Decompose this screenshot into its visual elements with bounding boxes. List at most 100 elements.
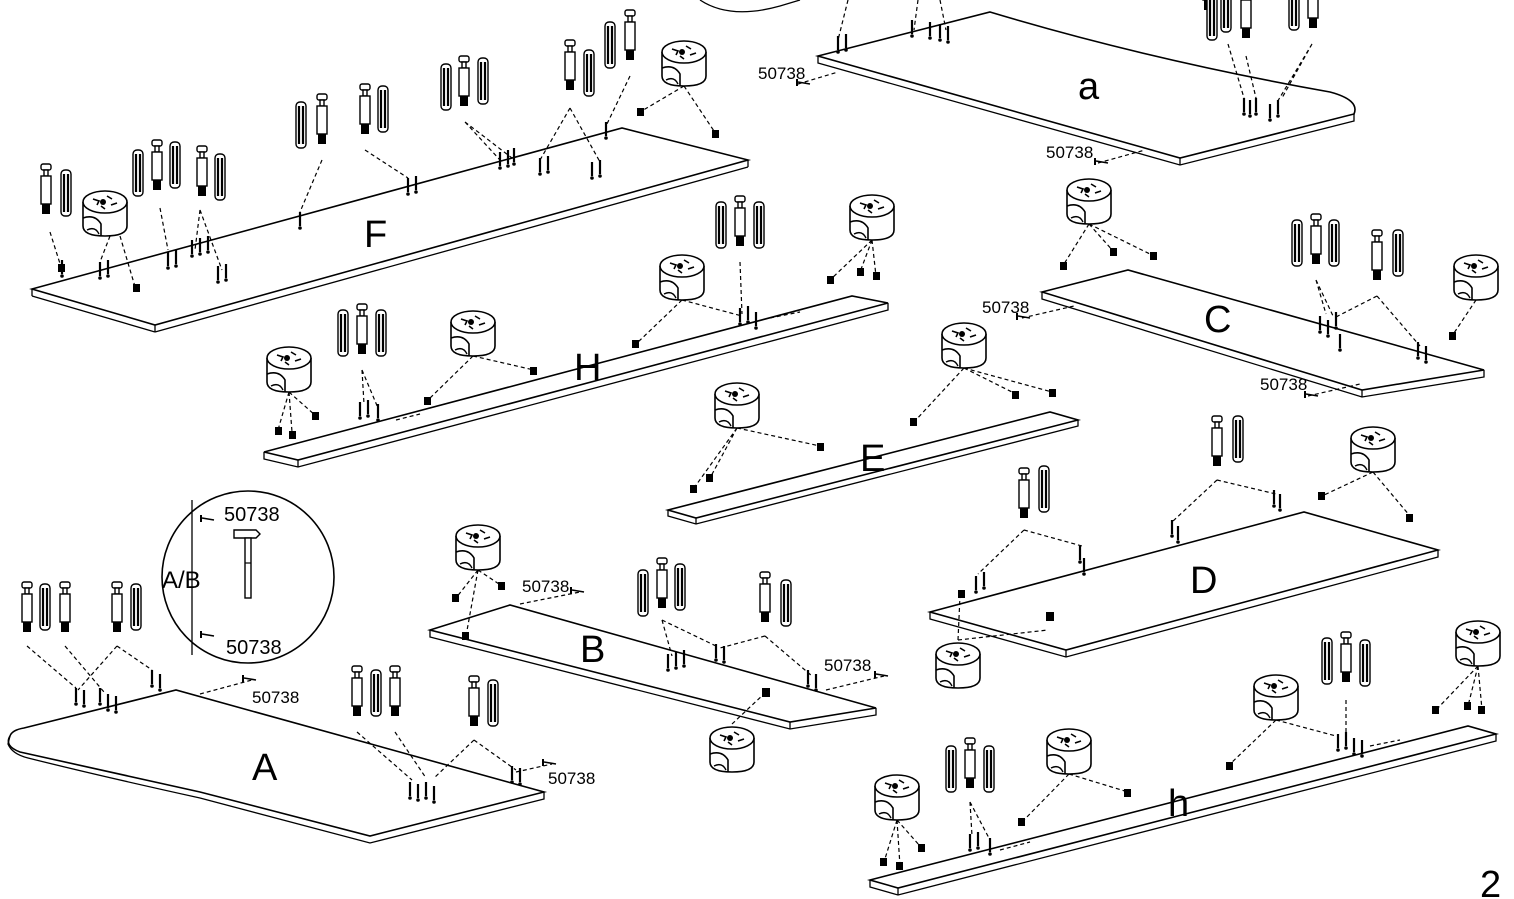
cam-bolt-icon [356,303,368,355]
cam-bolt-icon [59,581,71,633]
dowel-icon [636,568,650,618]
panel-label-H: H [574,347,601,389]
dowel-icon [1327,218,1341,268]
dowel-icon [1320,636,1334,686]
panel-label-h: h [1168,783,1189,825]
cam-bolt-icon [1240,0,1252,39]
dowel-icon [38,582,52,632]
part-code-label: 50738 [226,637,282,659]
dowel-icon [168,140,182,190]
cam-bolt-icon [111,581,123,633]
part-code-label: 50738 [758,64,805,83]
cam-lock-icon [1066,178,1112,225]
dowel-icon [131,148,145,198]
cam-bolt-icon [468,675,480,727]
cam-bolt-icon [151,139,163,191]
panel-label-F: F [364,214,387,256]
part-code-label: 50738 [252,688,299,707]
cam-lock-icon [1253,674,1299,721]
dowel-icon [1037,464,1051,514]
cam-lock-icon [1455,620,1501,667]
dowel-icon [1205,0,1219,42]
cam-bolt-icon [40,163,52,215]
detail-panel-label: A/B [162,567,201,594]
dowel-icon [714,200,728,250]
panel-A: A 50738 50738 [7,581,595,844]
part-code-label: 50738 [1260,375,1307,394]
part-code-label: 50738 [224,504,280,526]
cam-bolt-icon [1310,213,1322,265]
cam-lock-icon [709,726,755,773]
cam-bolt-icon [1340,631,1352,683]
cam-lock-icon [874,774,920,821]
dowel-icon [476,56,490,106]
dowel-icon [129,582,143,632]
cam-bolt-icon [389,665,401,717]
part-code-label: 50738 [1046,143,1093,162]
cam-bolt-icon [316,93,328,145]
cam-bolt-icon [624,9,636,61]
cam-bolt-icon [1018,467,1030,519]
panel-label-a: a [1078,66,1100,108]
panel-label-C: C [1204,299,1231,341]
dowel-icon [486,678,500,728]
cam-lock-icon [1350,426,1396,473]
dowel-icon [336,308,350,358]
dowel-icon [59,168,73,218]
dowel-icon [1391,228,1405,278]
dowel-icon [1287,0,1301,32]
cam-bolt-icon [21,581,33,633]
part-code-label: 50738 [824,656,871,675]
cam-lock-icon [714,382,760,429]
cam-bolt-icon [964,737,976,789]
dowel-icon [1290,218,1304,268]
cam-bolt-icon [1211,415,1223,467]
dowel-icon [582,48,596,98]
cam-bolt-icon [564,39,576,91]
cam-lock-icon [661,40,707,87]
cam-bolt-icon [458,55,470,107]
dowel-icon [439,62,453,112]
cam-lock-icon [849,194,895,241]
part-code-label: 50738 [982,298,1029,317]
cam-lock-icon [455,524,501,571]
panel-F: F [29,9,752,333]
dowel-icon [374,308,388,358]
cam-bolt-icon [759,571,771,623]
dowel-icon [673,562,687,612]
cam-bolt-icon [1371,229,1383,281]
panel-label-D: D [1190,560,1217,602]
dowel-icon [1358,638,1372,688]
panel-B: B 50738 50738 [427,524,889,773]
dowel-icon [1219,0,1233,34]
hammer-detail-callout: A/B 50738 50738 [161,490,335,664]
dowel-icon [603,20,617,70]
panel-D: D [926,414,1442,689]
page-number: 2 [1480,864,1501,899]
dowel-icon [944,744,958,794]
cam-bolt-icon [734,195,746,247]
dowel-icon [982,744,996,794]
part-code-label: 50738 [522,577,569,596]
cam-lock-icon [266,346,312,393]
panel-a: a 50738 50738 [699,0,1356,166]
dowel-icon [213,152,227,202]
cam-lock-icon [450,310,496,357]
panel-label-E: E [860,438,885,480]
cam-lock-icon [941,322,987,369]
dowel-icon [376,84,390,134]
dowel-icon [779,578,793,628]
cam-lock-icon [659,254,705,301]
cam-bolt-icon [1307,0,1319,29]
cam-bolt-icon [351,665,363,717]
panel-label-B: B [580,629,605,671]
cam-lock-icon [935,642,981,689]
dowel-icon [294,100,308,150]
cam-lock-icon [82,190,128,237]
cam-bolt-icon [656,557,668,609]
panel-label-A: A [252,747,278,789]
panel-H: H [263,194,895,468]
dowel-icon [1231,414,1245,464]
dowel-icon [369,668,383,718]
